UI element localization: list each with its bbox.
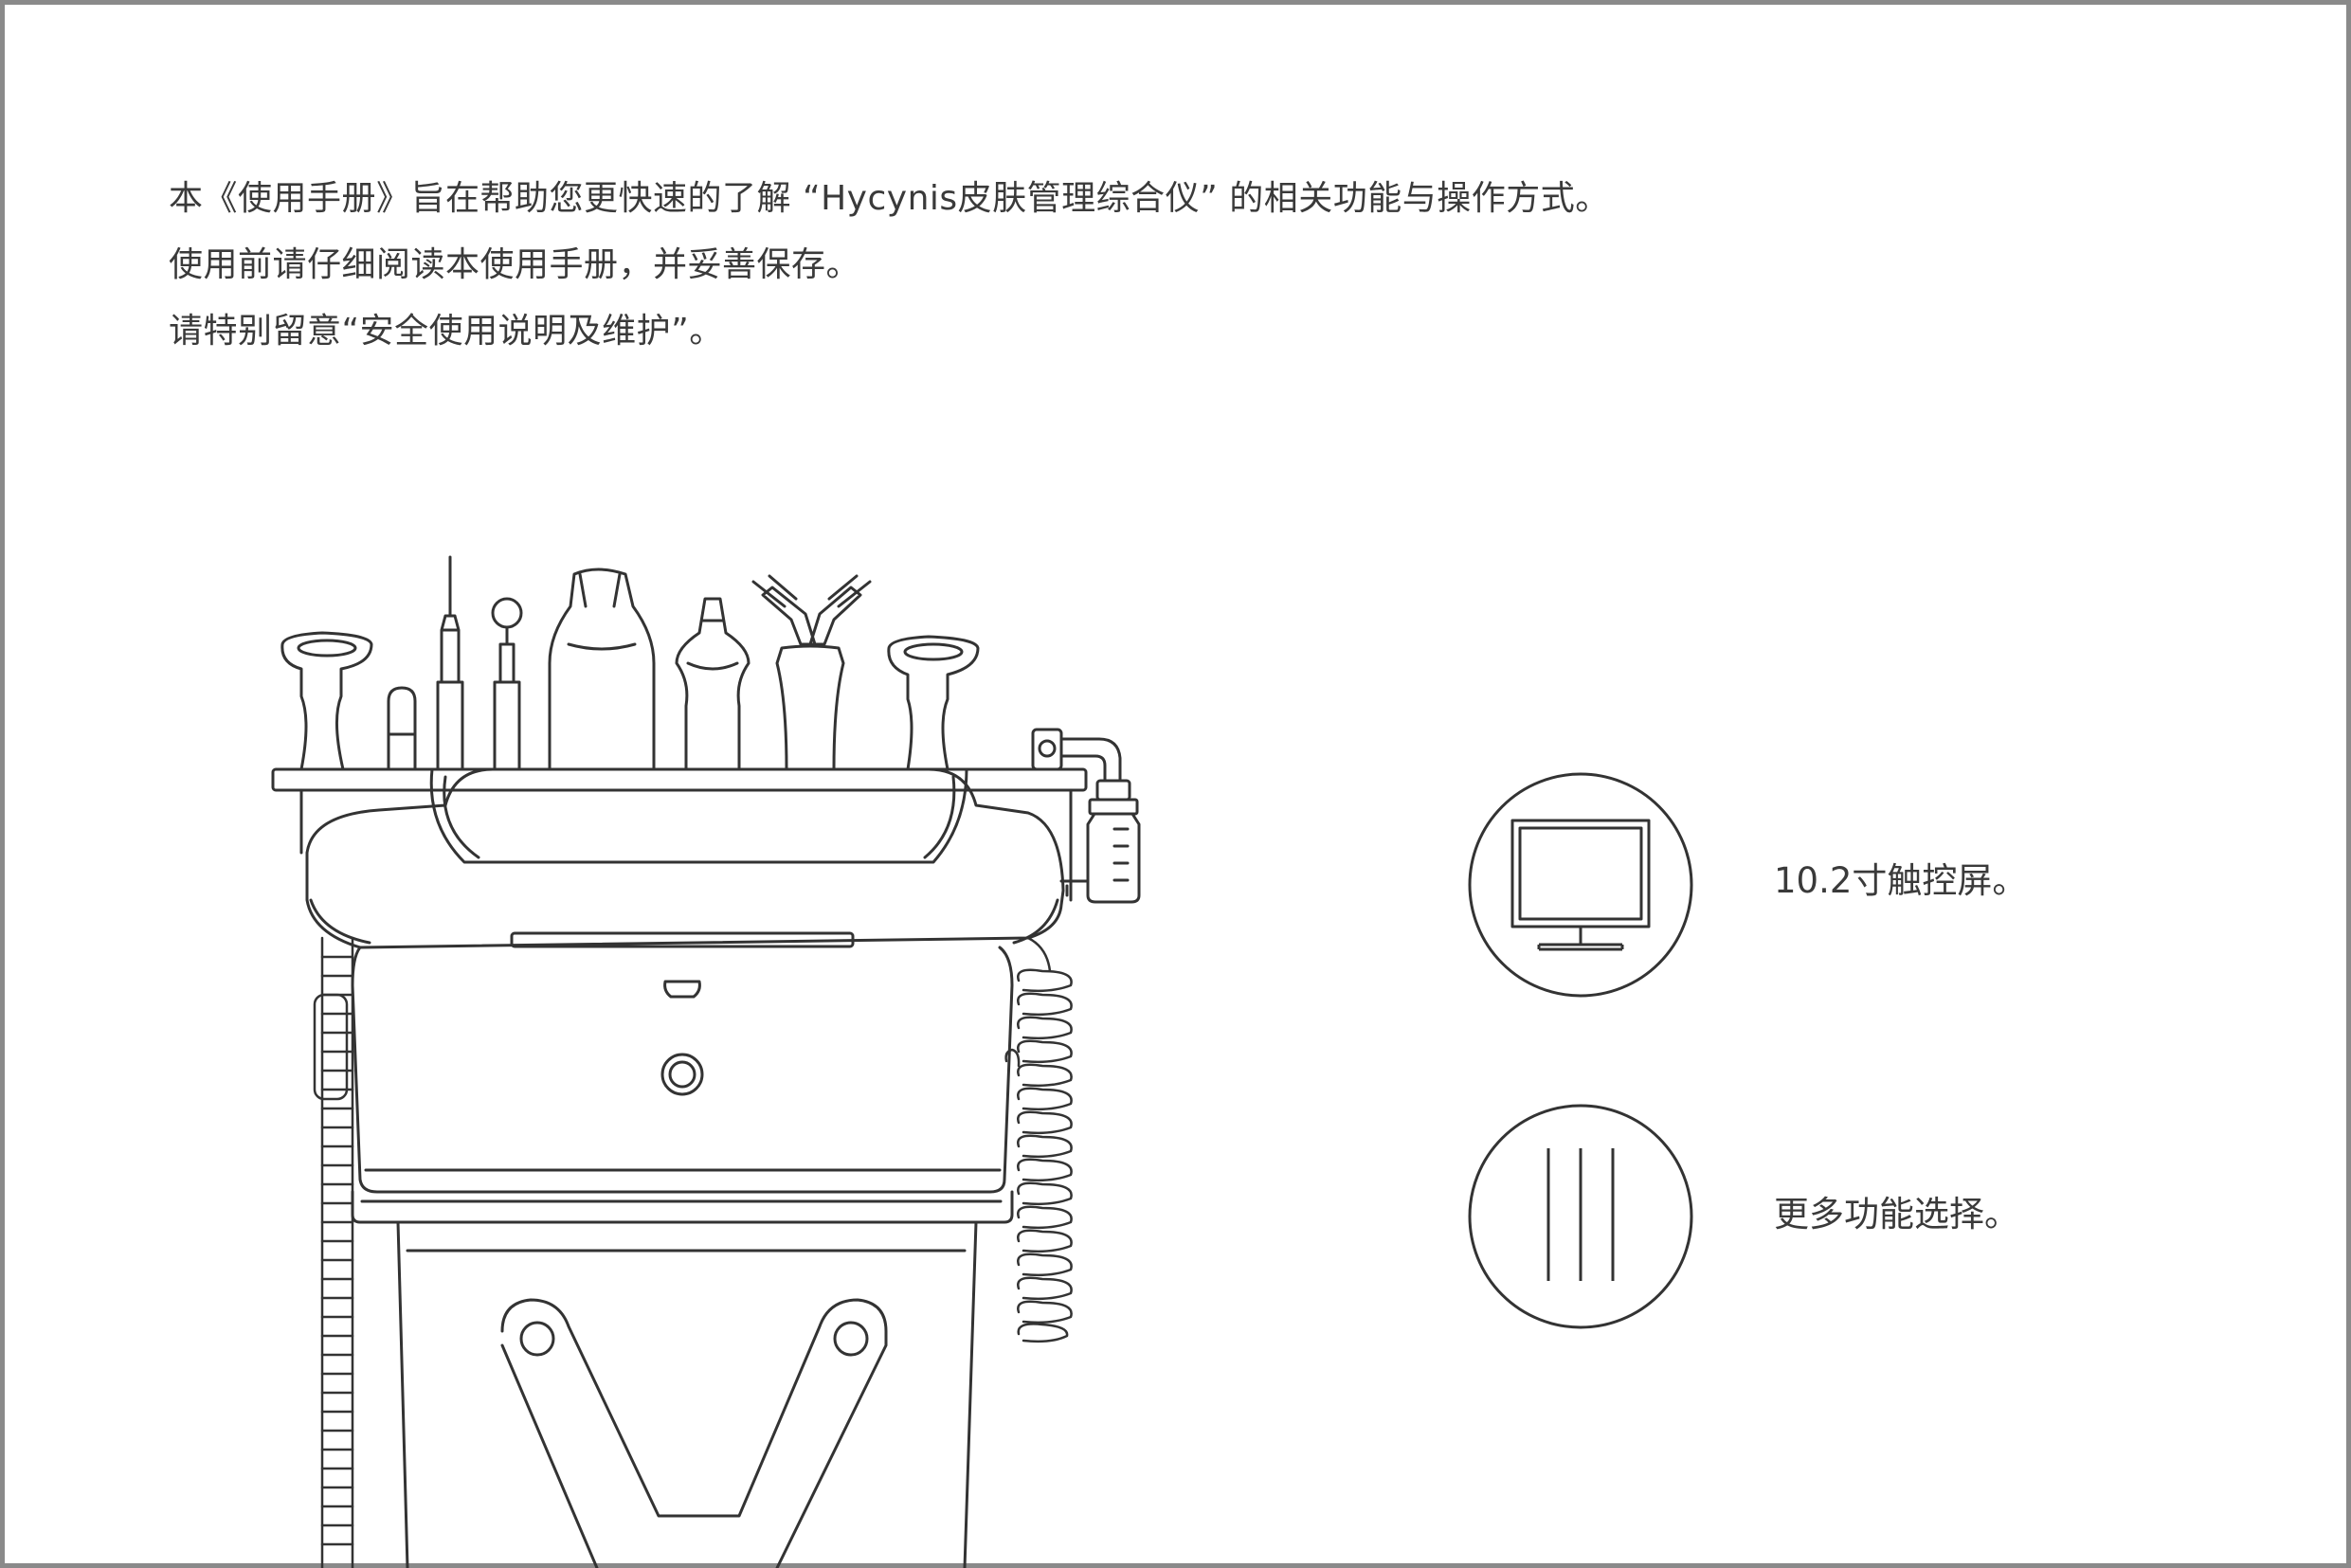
intro-line-3: 请特别留意“安全使用说明及维护”。: [169, 312, 724, 351]
water-bottle-illustration: [1031, 728, 1141, 904]
intro-line-1: 本《使用手册》旨在帮助您更快速的了解 “Hycynis皮肤管理综合仪” 的相关功…: [169, 179, 1610, 218]
skin-care-machine-illustration: [271, 555, 1141, 1568]
feature-label-more-functions: 更多功能选择。: [1774, 1194, 2019, 1235]
three-lines-icon: [1468, 1104, 1693, 1329]
machine-body-illustration: [305, 767, 1065, 1568]
monitor-icon: [1468, 772, 1693, 998]
intro-text: 本《使用手册》旨在帮助您更快速的了解 “Hycynis皮肤管理综合仪” 的相关功…: [169, 166, 1969, 365]
tool-rack-illustration: [271, 767, 1088, 902]
feature-label-touchscreen: 10.2寸触控屏。: [1774, 860, 2028, 901]
coiled-cable-illustration: [1004, 936, 1073, 1343]
intro-line-2: 使用前请仔细阅读本使用手册，并妥善保存。: [169, 245, 861, 284]
handpieces-illustration: [280, 555, 980, 771]
left-hose-illustration: [313, 936, 354, 1568]
